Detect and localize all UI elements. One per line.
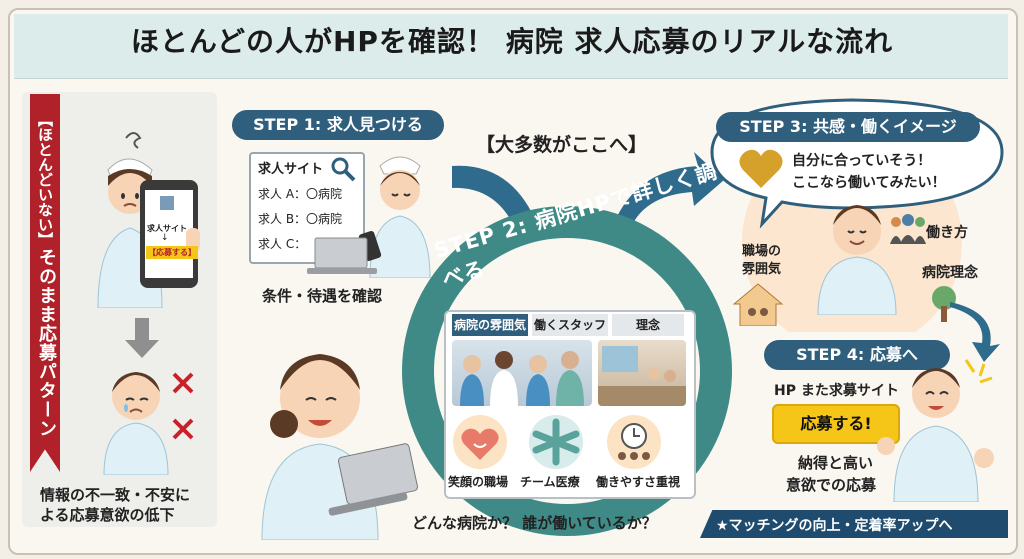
down-curve-arrow-icon <box>950 302 1000 362</box>
pattern-label: そのまま応募パターン <box>36 248 57 438</box>
heart-icon <box>739 149 783 188</box>
phone-arrow: ↓ <box>161 233 169 243</box>
left-caption-line1: 情報の不一致・不安に <box>40 486 191 504</box>
footer-text: ★マッチングの向上・定着率アップへ <box>716 518 953 534</box>
nurse-with-phone-illustration <box>358 156 431 278</box>
down-arrow-icon <box>125 318 159 358</box>
feature-team: チーム医療 <box>520 475 580 489</box>
worried-nurse-illustration <box>97 132 200 308</box>
step3-line2: ここなら働いてみたい！ <box>792 175 946 191</box>
smiling-nurse-illustration <box>817 205 897 315</box>
people-icon <box>890 214 926 244</box>
phone-site-text: 求人サイト <box>147 224 187 233</box>
apply-button[interactable]: 応募する! <box>772 404 900 444</box>
job-row-a: 求人 A：〇病院 <box>258 187 343 201</box>
step1-caption: 条件・待遇を確認 <box>262 287 383 305</box>
atmosphere-line1: 職場の <box>742 244 782 259</box>
tab-philosophy: 理念 <box>612 314 684 336</box>
staff-photo <box>452 340 592 406</box>
step4-label: STEP 4: 応募へ <box>764 340 950 370</box>
team-hands-icon <box>529 415 583 469</box>
tab-atmosphere: 病院の雰囲気 <box>452 314 528 336</box>
majority-label: 【大多数がここへ】 <box>476 134 648 156</box>
banner-label: 【ほとんどいない】 <box>36 112 54 247</box>
clock-family-icon <box>607 415 661 469</box>
title-bar <box>14 14 1008 79</box>
feature-worklife: 働きやすさ重視 <box>596 475 681 489</box>
tab-staff: 働くスタッフ <box>532 314 608 336</box>
sad-nurse-illustration <box>103 372 169 475</box>
job-row-b: 求人 B：〇病院 <box>258 212 343 226</box>
job-row-c: 求人 C： <box>258 237 307 251</box>
x-mark-icons <box>172 372 194 440</box>
cheering-nurse-illustration <box>877 359 994 502</box>
philosophy-label: 病院理念 <box>922 265 978 281</box>
page-title: ほとんどの人がHPを確認！ 病院 求人応募のリアルな流れ <box>130 25 894 58</box>
phone-apply-button: 【応募する】 <box>146 246 198 259</box>
left-banner <box>30 94 60 472</box>
lounge-photo <box>598 340 686 406</box>
step3-label: STEP 3: 共感・働くイメージ <box>716 112 980 142</box>
step4-source: HP また求募サイト <box>774 383 899 399</box>
step3-line1: 自分に合っていそう！ <box>792 153 932 169</box>
nurse-with-laptop-illustration <box>261 354 418 540</box>
footer-ribbon <box>700 510 1008 538</box>
house-family-icon <box>732 283 784 326</box>
step1-label: STEP 1: 求人見つける <box>232 110 444 140</box>
step4-result-line1: 納得と高い <box>798 454 874 472</box>
laptop-icon <box>307 237 377 274</box>
left-caption-line2: よる応募意欲の低下 <box>40 506 175 524</box>
step2-question: どんな病院か？ 誰が働いているか？ <box>412 514 657 532</box>
step4-result-line2: 意欲での応募 <box>786 476 877 494</box>
workstyle-label: 働き方 <box>926 225 968 241</box>
smile-heart-icon <box>453 415 507 469</box>
feature-smile: 笑顔の職場 <box>448 475 509 489</box>
job-site-title: 求人サイト <box>258 162 324 177</box>
atmosphere-line2: 雰囲気 <box>742 262 782 277</box>
search-icon <box>331 157 356 182</box>
